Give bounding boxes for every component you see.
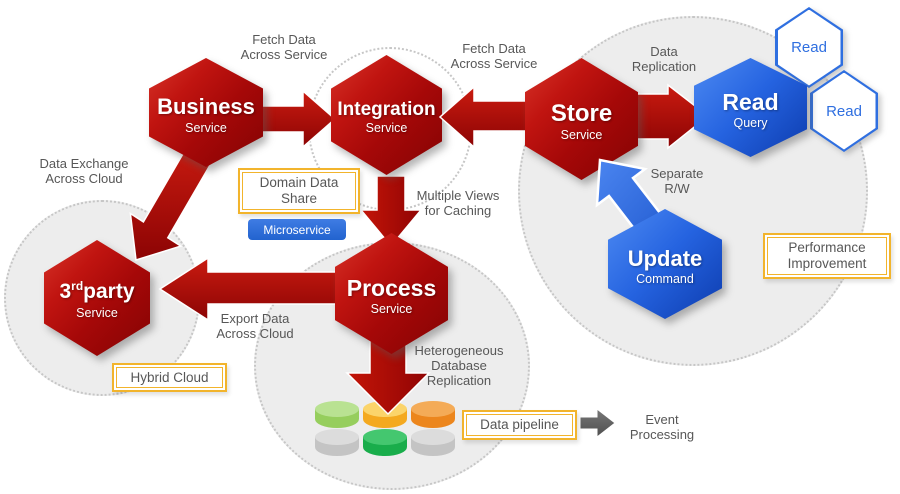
- annotation-data-replication: Data Replication: [631, 44, 697, 75]
- db-cylinder-orange-top: [411, 401, 455, 428]
- hex-process-title: Process: [346, 274, 437, 301]
- badge-microservice: Microservice: [248, 219, 346, 240]
- callout-data-pipeline: Data pipeline: [462, 410, 577, 440]
- hex-read-replica-top: Read: [775, 7, 843, 88]
- hex-read-replica-bottom: Read: [810, 70, 878, 152]
- arrow-pipeline-to-event: [579, 407, 616, 439]
- callout-hybrid-cloud: Hybrid Cloud: [112, 363, 227, 392]
- hex-business-subtitle: Service: [185, 120, 227, 135]
- hex-update: Update Command: [608, 209, 722, 319]
- hex-business: Business Service: [149, 58, 263, 167]
- hex-store-title: Store: [550, 99, 613, 127]
- hex-read-query-subtitle: Query: [733, 116, 768, 131]
- annotation-multiple-views: Multiple Views for Caching: [416, 188, 500, 219]
- hex-integration-subtitle: Service: [365, 121, 408, 136]
- db-cylinder-gold-top: [363, 401, 407, 428]
- callout-performance-improvement: Performance Improvement: [763, 233, 891, 279]
- hex-third-party-title: 3rdparty: [59, 279, 135, 304]
- db-cylinder-gray-left: [315, 429, 359, 456]
- annotation-separate-rw: Separate R/W: [650, 166, 704, 197]
- hex-business-title: Business: [157, 94, 255, 120]
- annotation-fetch-data-left: Fetch Data Across Service: [240, 32, 328, 63]
- hex-read-query: Read Query: [694, 58, 807, 157]
- hex-store: Store Service: [525, 58, 638, 180]
- hex-read-replica-bottom-label: Read: [812, 72, 876, 150]
- hex-update-subtitle: Command: [636, 272, 694, 287]
- hex-store-subtitle: Service: [560, 128, 603, 143]
- callout-domain-data-share: Domain Data Share: [238, 168, 360, 214]
- hex-third-party: 3rdparty Service: [44, 240, 150, 356]
- hex-third-party-subtitle: Service: [76, 305, 118, 320]
- annotation-fetch-data-right: Fetch Data Across Service: [450, 41, 538, 72]
- db-cylinder-green-dark: [363, 429, 407, 456]
- annotation-export-data: Export Data Across Cloud: [216, 311, 294, 342]
- hex-integration-title: Integration: [337, 98, 436, 120]
- hex-read-query-title: Read: [722, 88, 779, 115]
- annotation-event-processing: Event Processing: [629, 412, 695, 443]
- db-cylinder-green-top: [315, 401, 359, 428]
- hex-process-subtitle: Service: [370, 302, 413, 317]
- hex-process: Process Service: [335, 233, 448, 354]
- hex-update-title: Update: [627, 245, 703, 271]
- annotation-heterogeneous: Heterogeneous Database Replication: [414, 343, 504, 389]
- hex-integration: Integration Service: [331, 55, 442, 175]
- db-cylinder-gray-right: [411, 429, 455, 456]
- annotation-data-exchange: Data Exchange Across Cloud: [39, 156, 129, 187]
